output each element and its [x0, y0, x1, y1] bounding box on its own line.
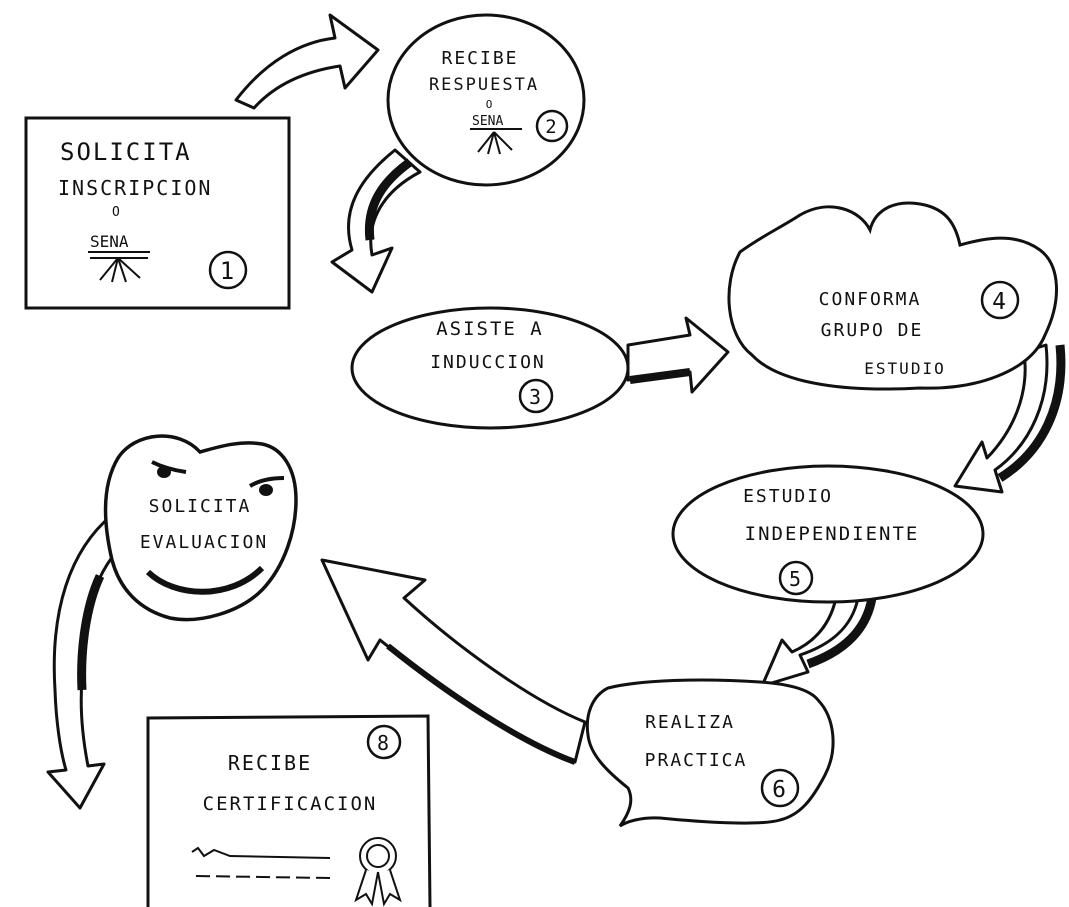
arrow-4-to-5: [953, 343, 1049, 494]
step-3-number: 3: [529, 385, 543, 409]
flow-arrows: [46, 13, 1066, 810]
step-5-number: 5: [789, 567, 803, 591]
step-4-line-2: GRUPO DE: [821, 320, 924, 341]
step-4-line-1: CONFORMA: [819, 289, 922, 310]
step-2-number: 2: [545, 116, 558, 138]
arrow-1-to-2: [234, 13, 380, 110]
step-5-line-2: INDEPENDIENTE: [745, 523, 920, 545]
step-1-line-2: INSCRIPCION: [58, 176, 212, 200]
step-4-node: CONFORMA GRUPO DE ESTUDIO 4: [727, 201, 1058, 391]
step-5-node: ESTUDIO INDEPENDIENTE 5: [671, 464, 985, 604]
step-1-line-1: SOLICITA: [60, 138, 192, 166]
step-1-number: 1: [220, 257, 236, 285]
step-2-line-2: RESPUESTA: [429, 75, 539, 95]
step-2-line-1: RECIBE: [441, 48, 518, 69]
smile-icon: [145, 565, 265, 595]
sena-logo-2-text: SENA: [472, 114, 503, 129]
step-3-line-2: INDUCCION: [430, 352, 546, 373]
signature-lines: [191, 846, 331, 879]
step-5-line-1: ESTUDIO: [743, 486, 833, 507]
step-7-line-1: SOLICITA: [149, 496, 252, 517]
step-4-number: 4: [992, 289, 1008, 315]
step-1-node: SOLICITA INSCRIPCION O SENA 1: [24, 116, 291, 310]
step-6-node: REALIZA PRACTICA 6: [585, 678, 835, 828]
step-2-node: RECIBE RESPUESTA O SENA 2: [386, 13, 586, 187]
step-3-node: ASISTE A INDUCCION 3: [350, 306, 630, 430]
sena-logo-1: SENA: [88, 232, 150, 283]
step-4-line-3: ESTUDIO: [864, 359, 945, 378]
step-7-line-2: EVALUACION: [140, 532, 268, 553]
step-6-line-2: PRACTICA: [645, 750, 748, 771]
step-7-node: SOLICITA EVALUACION: [103, 434, 298, 622]
step-8-node: RECIBE CERTIFICACION 8: [146, 714, 432, 907]
step-8-line-2: CERTIFICACION: [203, 793, 378, 815]
step-3-line-1: ASISTE A: [436, 318, 544, 340]
award-seal-icon: [354, 837, 402, 907]
step-8-line-1: RECIBE: [228, 751, 312, 775]
step-2-connector: O: [486, 98, 495, 111]
sena-logo-1-text: SENA: [90, 232, 129, 251]
step-6-line-1: REALIZA: [645, 712, 735, 733]
step-8-number: 8: [377, 731, 391, 755]
right-eye-icon: [248, 476, 285, 488]
step-6-number: 6: [772, 777, 788, 803]
sena-logo-2: SENA: [470, 114, 522, 155]
arrow-2-to-3: [330, 148, 422, 294]
step-1-connector: O: [112, 205, 122, 220]
